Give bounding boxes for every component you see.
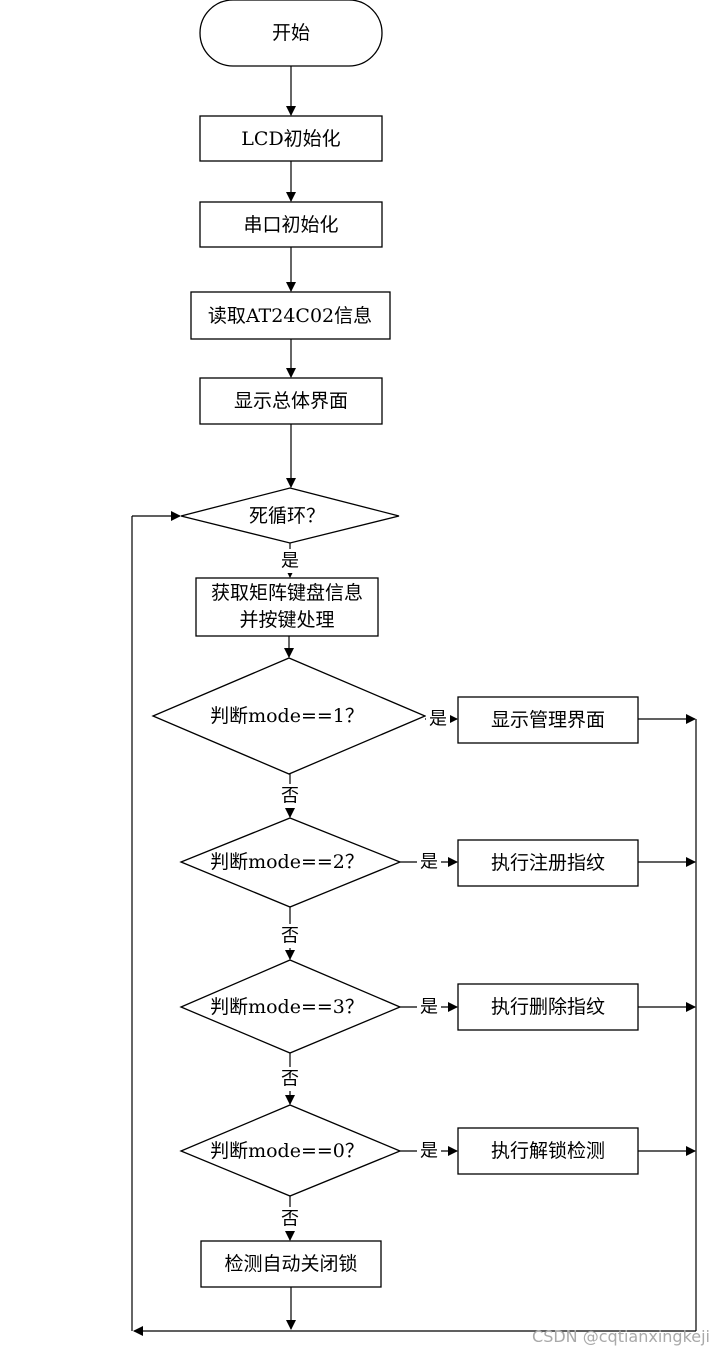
lcd-init-box bbox=[199, 115, 383, 162]
mode3-label: 判断mode==3？ bbox=[210, 996, 364, 1018]
mode3-action-box bbox=[457, 983, 639, 1031]
mode2-yes-label: 是 bbox=[420, 852, 438, 873]
mode0-no-label: 否 bbox=[281, 1209, 299, 1230]
read-at24c02-box bbox=[190, 291, 391, 340]
mode1-decision bbox=[151, 657, 427, 775]
keypad-label-line2: 并按键处理 bbox=[239, 609, 334, 631]
mode3-action-label: 执行删除指纹 bbox=[491, 996, 605, 1018]
keypad-label-line1: 获取矩阵键盘信息 bbox=[211, 582, 363, 604]
mode2-no-label: 否 bbox=[281, 926, 299, 947]
auto-lock-box bbox=[200, 1240, 382, 1288]
watermark: CSDN @cqtianxingkeji bbox=[532, 1327, 710, 1346]
serial-init-label: 串口初始化 bbox=[243, 214, 338, 236]
mode0-label: 判断mode==0？ bbox=[210, 1140, 364, 1162]
keypad-box bbox=[195, 577, 379, 637]
mode1-action-label: 显示管理界面 bbox=[491, 709, 605, 731]
show-main-ui-box bbox=[199, 377, 383, 425]
mode0-yes-label: 是 bbox=[420, 1141, 438, 1162]
mode2-action-label: 执行注册指纹 bbox=[491, 852, 605, 874]
loop-yes-label: 是 bbox=[281, 551, 299, 572]
show-main-ui-label: 显示总体界面 bbox=[234, 390, 348, 412]
loop-label: 死循环？ bbox=[249, 505, 325, 527]
mode1-yes-label: 是 bbox=[429, 709, 447, 730]
lcd-init-label: LCD初始化 bbox=[241, 128, 340, 150]
mode0-action-box bbox=[457, 1127, 639, 1175]
mode3-no-label: 否 bbox=[281, 1069, 299, 1090]
mode2-action-box bbox=[457, 839, 639, 887]
mode1-no-label: 否 bbox=[281, 786, 299, 807]
mode0-action-label: 执行解锁检测 bbox=[491, 1140, 605, 1162]
mode2-label: 判断mode==2？ bbox=[210, 851, 364, 873]
mode3-yes-label: 是 bbox=[420, 997, 438, 1018]
start-label: 开始 bbox=[272, 22, 310, 44]
mode1-label: 判断mode==1？ bbox=[210, 705, 364, 727]
auto-lock-label: 检测自动关闭锁 bbox=[224, 1253, 357, 1275]
read-at24c02-label: 读取AT24C02信息 bbox=[208, 305, 372, 327]
mode1-action-box bbox=[457, 696, 639, 744]
